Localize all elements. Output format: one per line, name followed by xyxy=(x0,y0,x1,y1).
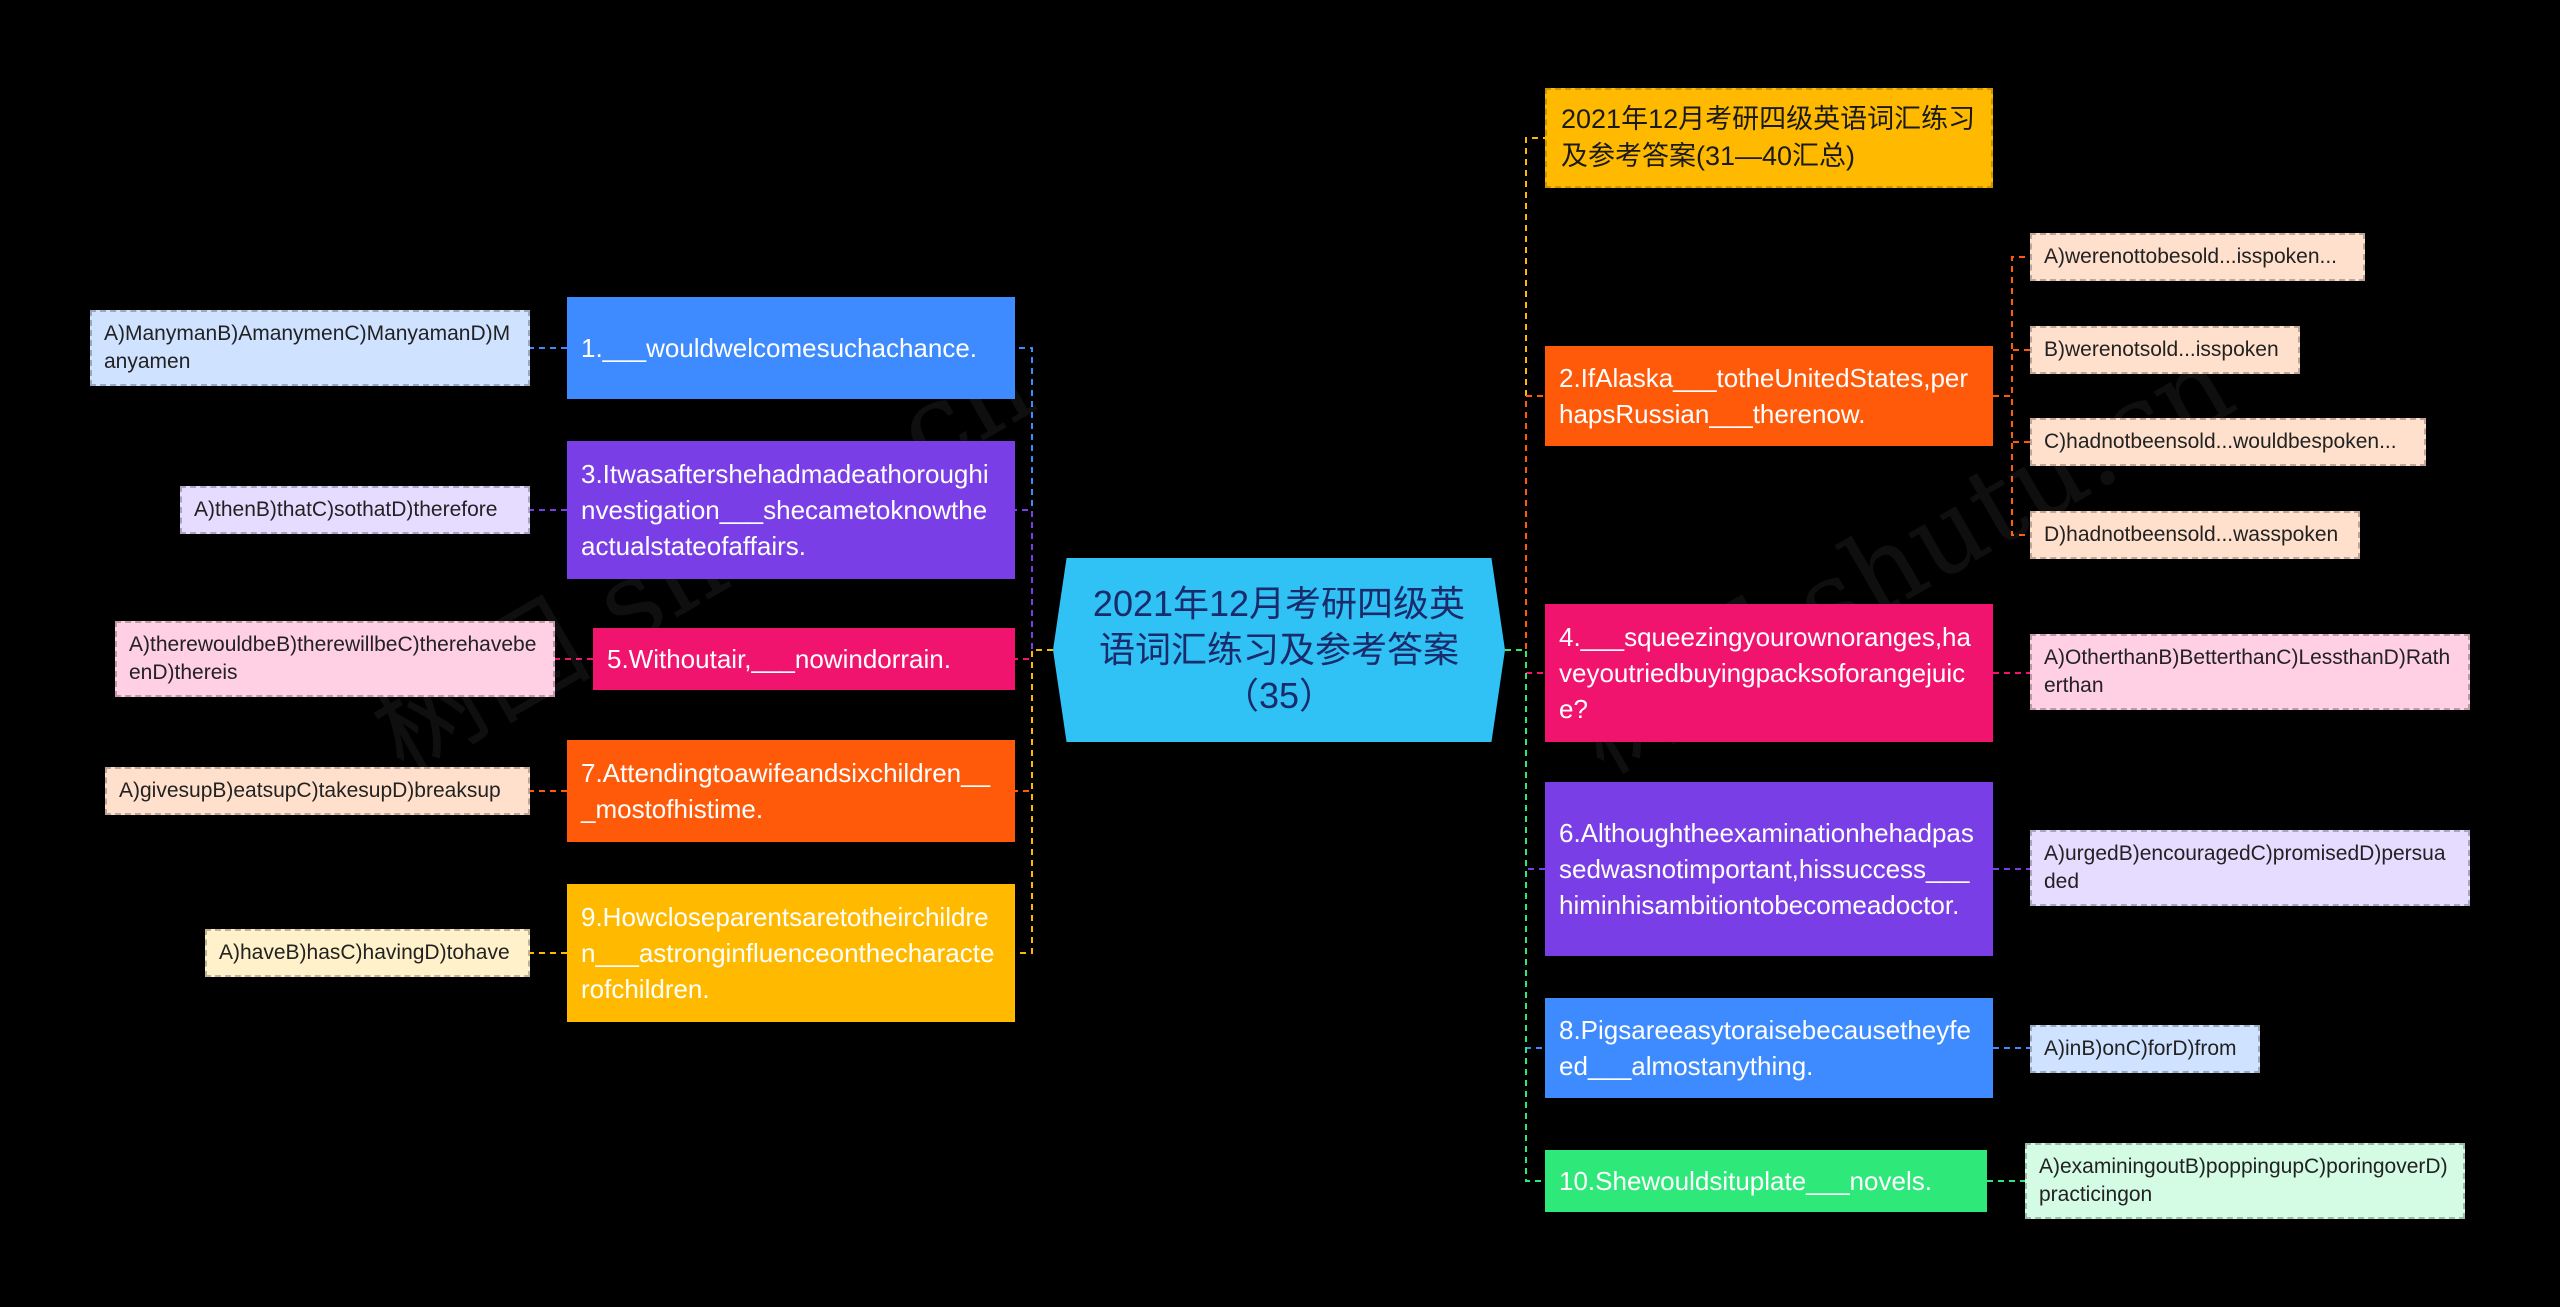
connector-line xyxy=(1505,649,1545,870)
connector-line xyxy=(1993,349,2030,397)
connector-line xyxy=(1015,649,1053,792)
question-node-4[interactable]: 4.___squeezingyourownoranges,haveyoutrie… xyxy=(1545,604,1993,742)
answer-node-6[interactable]: A)urgedB)encouragedC)promisedD)persuaded xyxy=(2030,830,2470,906)
answer-node-2b[interactable]: B)werenotsold...isspoken xyxy=(2030,326,2300,374)
connector-line xyxy=(1505,395,1545,651)
question-node-7[interactable]: 7.Attendingtoawifeandsixchildren___mosto… xyxy=(567,740,1015,842)
connector-line xyxy=(1015,347,1053,651)
answer-node-5[interactable]: A)therewouldbeB)therewillbeC)therehavebe… xyxy=(115,621,555,697)
answer-node-4[interactable]: A)OtherthanB)BetterthanC)LessthanD)Rathe… xyxy=(2030,634,2470,710)
answer-node-2a[interactable]: A)werenottobesold...isspoken... xyxy=(2030,233,2365,281)
connector-line xyxy=(1505,649,1545,1182)
answer-node-2c[interactable]: C)hadnotbeensold...wouldbespoken... xyxy=(2030,418,2426,466)
connector-line xyxy=(1993,395,2030,536)
answer-node-9[interactable]: A)haveB)hasC)havingD)tohave xyxy=(205,929,530,977)
central-topic[interactable]: 2021年12月考研四级英语词汇练习及参考答案（35） xyxy=(1053,558,1505,742)
answer-node-3[interactable]: A)thenB)thatC)sothatD)therefore xyxy=(180,486,530,534)
question-node-2[interactable]: 2.IfAlaska___totheUnitedStates,perhapsRu… xyxy=(1545,346,1993,446)
connector-line xyxy=(1015,649,1053,954)
connector-line xyxy=(1015,509,1053,651)
question-node-10[interactable]: 10.Shewouldsituplate___novels. xyxy=(1545,1150,1987,1212)
answer-node-8[interactable]: A)inB)onC)forD)from xyxy=(2030,1025,2260,1073)
connector-line xyxy=(1505,137,1545,651)
answer-node-1[interactable]: A)ManymanB)AmanymenC)ManyamanD)Manyamen xyxy=(90,310,530,386)
question-node-6[interactable]: 6.Althoughtheexaminationhehadpassedwasno… xyxy=(1545,782,1993,956)
question-node-8[interactable]: 8.Pigsareeasytoraisebecausetheyfeed___al… xyxy=(1545,998,1993,1098)
connector-line xyxy=(1015,649,1053,660)
answer-node-10[interactable]: A)examiningoutB)poppingupC)poringoverD)p… xyxy=(2025,1143,2465,1219)
connector-line xyxy=(1993,256,2030,397)
question-node-1[interactable]: 1.___wouldwelcomesuchachance. xyxy=(567,297,1015,399)
summary-title-node[interactable]: 2021年12月考研四级英语词汇练习及参考答案(31—40汇总) xyxy=(1545,88,1993,188)
answer-node-7[interactable]: A)givesupB)eatsupC)takesupD)breaksup xyxy=(105,767,530,815)
question-node-5[interactable]: 5.Withoutair,___nowindorrain. xyxy=(593,628,1015,690)
question-node-3[interactable]: 3.Itwasaftershehadmadeathoroughinvestiga… xyxy=(567,441,1015,579)
answer-node-2d[interactable]: D)hadnotbeensold...wasspoken xyxy=(2030,511,2360,559)
question-node-9[interactable]: 9.Howcloseparentsaretotheirchildren___as… xyxy=(567,884,1015,1022)
